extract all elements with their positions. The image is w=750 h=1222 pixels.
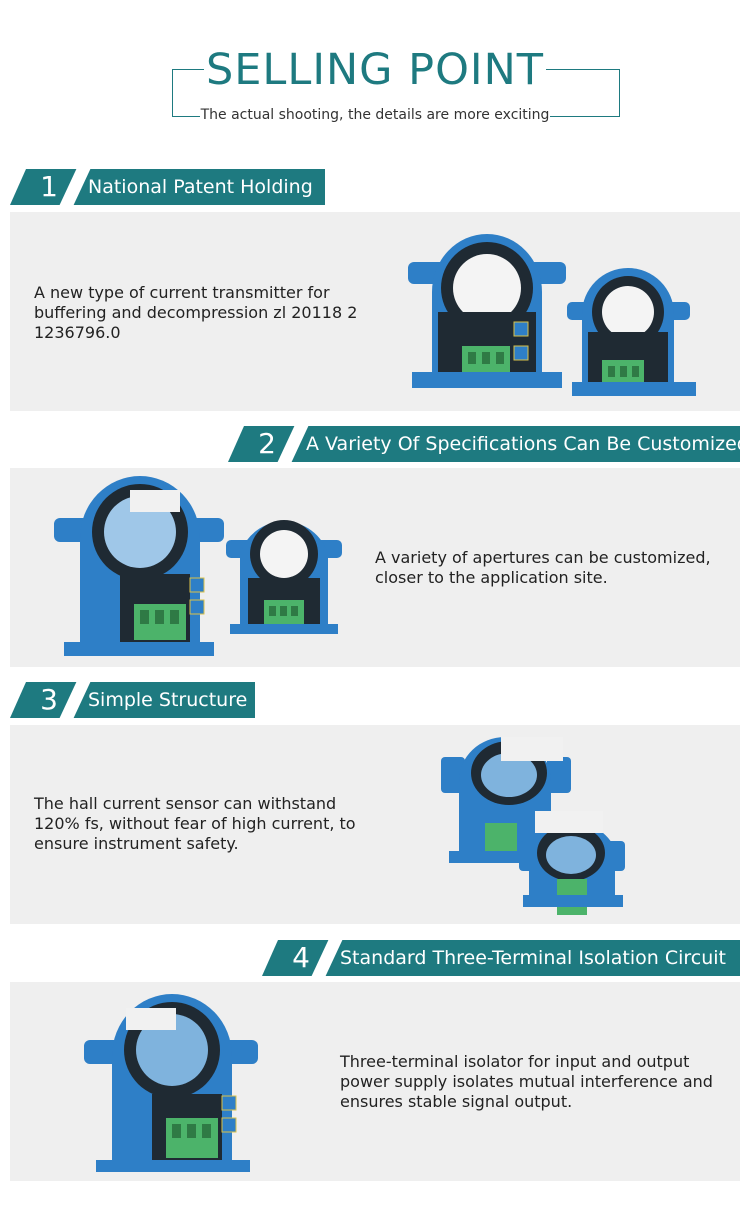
sensor-pair-illustration (54, 476, 342, 656)
sensor-pair-image (402, 222, 702, 402)
page-subtitle: The actual shooting, the details are mor… (0, 104, 750, 126)
section-heading: Simple Structure (88, 689, 248, 711)
section-2-panel: A variety of apertures can be customized… (10, 468, 740, 667)
page-title-text: SELLING POINT (203, 45, 547, 95)
page-title: SELLING POINT (0, 44, 750, 96)
section-description: A new type of current transmitter for bu… (34, 283, 358, 342)
section-3-tag: 3 Simple Structure (10, 682, 255, 718)
sensor-pair-illustration (441, 737, 625, 915)
page-subtitle-text: The actual shooting, the details are mor… (199, 107, 551, 123)
section-description: Three-terminal isolator for input and ou… (340, 1052, 713, 1111)
section-number: 3 (40, 683, 58, 716)
section-heading: Standard Three-Terminal Isolation Circui… (340, 947, 726, 969)
section-1-tag: 1 National Patent Holding (10, 169, 325, 205)
selling-point-header: SELLING POINT The actual shooting, the d… (0, 0, 750, 140)
section-4-tag: 4 Standard Three-Terminal Isolation Circ… (262, 940, 740, 976)
sensor-image (82, 990, 262, 1175)
section-4-panel: Three-terminal isolator for input and ou… (10, 982, 740, 1181)
section-2-tag: 2 A Variety Of Specifications Can Be Cus… (228, 426, 740, 462)
sensor-pair-image (435, 729, 625, 924)
section-heading: A Variety Of Specifications Can Be Custo… (306, 433, 749, 455)
section-number: 4 (292, 941, 310, 974)
section-number: 1 (40, 170, 58, 203)
section-description: A variety of apertures can be customized… (375, 548, 711, 587)
section-description: The hall current sensor can withstand 12… (34, 794, 356, 853)
sensor-illustration (84, 994, 258, 1172)
section-number: 2 (258, 427, 276, 460)
sensor-pair-illustration (408, 234, 696, 396)
section-3-panel: The hall current sensor can withstand 12… (10, 725, 740, 924)
section-heading: National Patent Holding (88, 176, 313, 198)
sensor-pair-image (50, 474, 350, 659)
section-1-panel: A new type of current transmitter for bu… (10, 212, 740, 411)
